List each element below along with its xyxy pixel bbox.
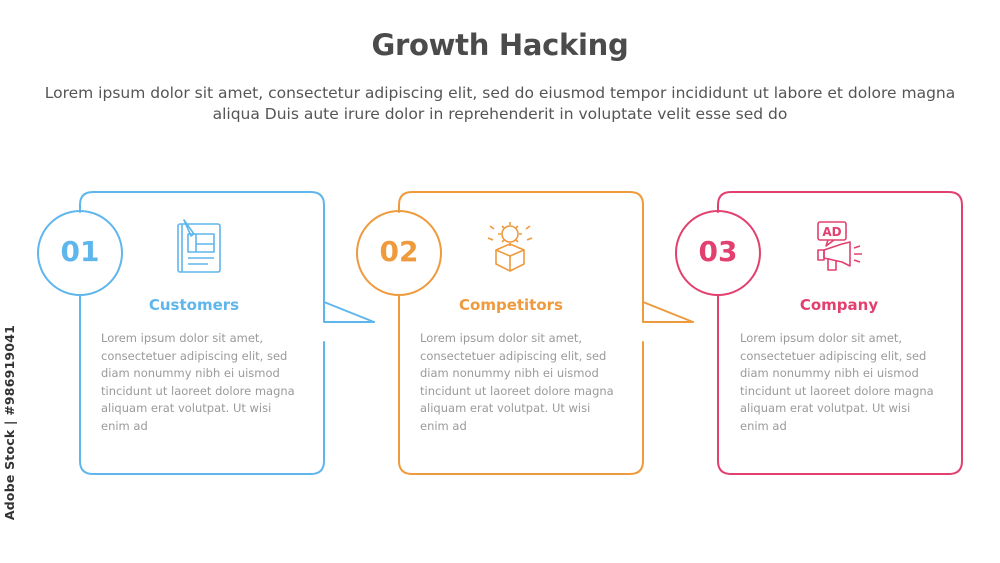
step-3-circle <box>675 210 761 296</box>
step-3-number: 03 <box>698 235 738 268</box>
page-title: Growth Hacking <box>371 28 629 62</box>
step-1-circle <box>37 210 123 296</box>
step-3-frame <box>675 191 963 475</box>
step-1-frame <box>37 191 375 475</box>
box-gear-icon <box>487 222 533 272</box>
step-1-number: 01 <box>60 235 100 268</box>
step-2-circle <box>356 210 442 296</box>
page-subtitle: Lorem ipsum dolor sit amet, consectetur … <box>44 84 956 123</box>
step-2-heading: Competitors <box>459 296 563 314</box>
step-3-description: Lorem ipsum dolor sit amet, consectetuer… <box>740 331 934 433</box>
step-2-frame <box>356 191 694 475</box>
svg-text:AD: AD <box>822 225 841 239</box>
blueprint-document-icon <box>177 219 221 273</box>
step-2-number: 02 <box>379 235 419 268</box>
step-1-heading: Customers <box>148 296 240 314</box>
step-1-description: Lorem ipsum dolor sit amet, consectetuer… <box>101 331 295 433</box>
ad-megaphone-icon: AD <box>817 221 862 271</box>
step-3-heading: Company <box>799 296 879 314</box>
stock-watermark: Adobe Stock | #986919041 <box>2 325 17 521</box>
step-2-description: Lorem ipsum dolor sit amet, consectetuer… <box>420 331 614 433</box>
